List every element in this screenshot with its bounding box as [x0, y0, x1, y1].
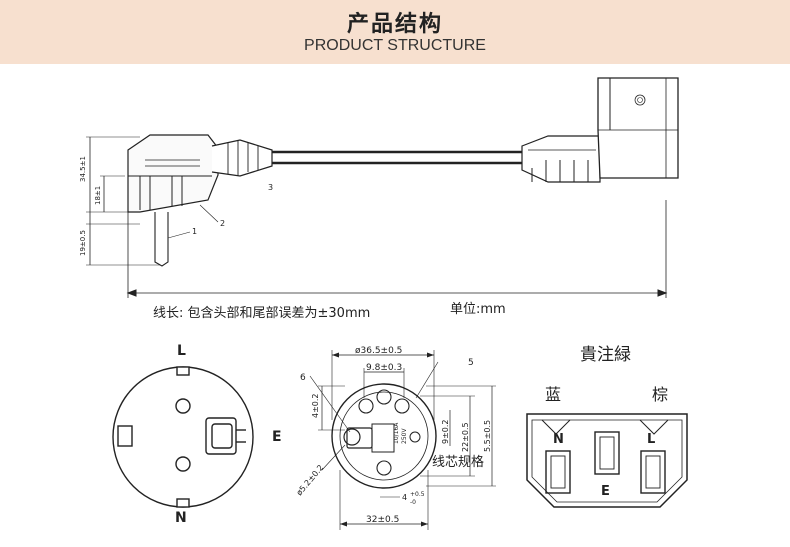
dim-pin-length: 19±0.5	[79, 230, 87, 256]
connector-label-n: N	[553, 432, 564, 447]
connector-face	[526, 413, 688, 508]
rating-voltage: 250V	[401, 428, 408, 444]
dim-tip-tol-lower: -0	[410, 499, 416, 506]
unit-note: 单位:mm	[450, 302, 506, 317]
dim-tip-tol-upper: +0.5	[410, 491, 425, 498]
dim-edge-distance: 5.5±0.5	[483, 420, 492, 452]
callout-5: 5	[468, 358, 474, 368]
rating-current: 10/16A	[393, 422, 400, 444]
dim-pin-spacing: 9.8±0.3	[366, 363, 402, 373]
dim-pin-span: 22±0.5	[461, 422, 470, 452]
dim-pin-offset: 4±0.2	[311, 393, 320, 418]
plug-dimension-view	[309, 350, 496, 530]
callout-1: 1	[192, 227, 197, 236]
wire-color-blue: 蓝	[545, 385, 561, 404]
wire-color-brown: 棕	[652, 385, 668, 404]
dim-pin-diameter: ø5.2±0.2	[295, 463, 326, 497]
dim-tip-length: 4	[402, 493, 407, 502]
page-title: 产品结构	[346, 12, 443, 37]
dim-plug-diameter: ø36.5±0.5	[355, 346, 402, 356]
length-tolerance-note: 线长: 包含头部和尾部误差为±30mm	[153, 305, 370, 321]
page-subtitle: PRODUCT STRUCTURE	[304, 37, 486, 54]
dim-pin-gap: 9±0.2	[441, 419, 450, 444]
dim-plug-height: 34.5±1	[79, 156, 87, 182]
connector-title: 貴注緑	[580, 345, 631, 365]
dim-body-height: 18±1	[94, 186, 102, 205]
callout-3: 3	[268, 183, 273, 192]
connector-label-e: E	[601, 484, 610, 499]
callout-6: 6	[300, 373, 306, 383]
cable-assembly	[86, 77, 679, 298]
plug-pin-label-l: L	[177, 343, 186, 359]
core-spec-label: 线芯规格	[432, 454, 484, 470]
header-banner: 产品结构 PRODUCT STRUCTURE	[0, 0, 790, 64]
plug-pin-label-n: N	[175, 510, 187, 526]
plug-front-view	[112, 366, 254, 508]
connector-label-l: L	[647, 432, 655, 447]
plug-pin-label-e: E	[272, 429, 282, 445]
dim-base-width: 32±0.5	[366, 515, 399, 525]
callout-2: 2	[220, 219, 225, 228]
